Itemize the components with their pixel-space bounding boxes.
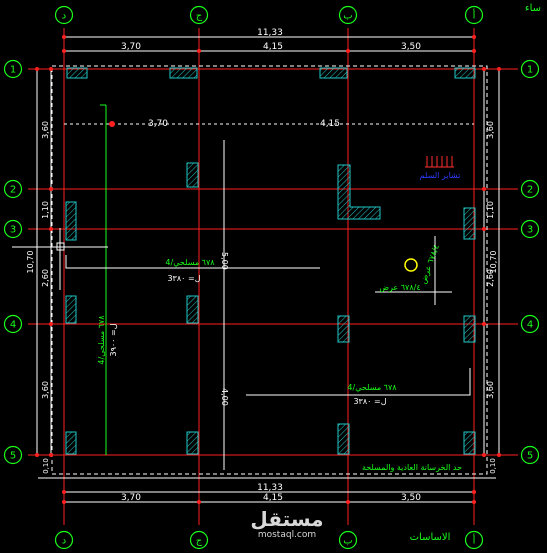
dim-right-span-1: 3,60: [486, 121, 495, 139]
beam-len-2: ل= 3٩٠٠: [109, 323, 118, 356]
svg-text:4: 4: [527, 320, 533, 331]
svg-text:3: 3: [527, 225, 533, 236]
top-dimensions: [38, 36, 496, 503]
svg-text:ب: ب: [343, 536, 352, 547]
stair-arrows: [425, 156, 454, 168]
concrete-outline: [51, 65, 488, 475]
svg-text:2: 2: [10, 185, 16, 196]
axis-bubble-right-row-3: 3: [520, 219, 540, 239]
watermark-brand: مستقل: [250, 507, 324, 531]
svg-text:3: 3: [10, 225, 16, 236]
dim-interior-2: 4,15: [320, 119, 340, 129]
foundation-note: حد الخرسانة العادية والمسلحة: [362, 463, 462, 472]
horizontal-grid-lines: [28, 68, 518, 456]
dim-total-bottom: 11,33: [257, 483, 283, 493]
watermark-url: mostaql.com: [257, 530, 317, 540]
strip-beam-left: [100, 104, 107, 455]
svg-text:4: 4: [10, 320, 16, 331]
dim-left-span-3: 2,60: [41, 269, 50, 287]
dim-right-total: 10,70: [489, 251, 498, 274]
dimension-ticks: [62, 35, 476, 504]
svg-text:د: د: [62, 536, 66, 547]
section-marker: [404, 258, 418, 272]
rebar-cross: [375, 236, 452, 305]
columns: [65, 67, 476, 455]
dim-right-span-3: 2,60: [486, 269, 495, 287]
dim-span-bottom-3: 3,50: [401, 493, 421, 503]
axis-bubbles: د د ج ج ب ب أ أ 1 1 2 2 3 3 4 4 5 5: [3, 5, 540, 550]
stair-note: تشاير السلم: [420, 171, 461, 180]
svg-text:أ: أ: [473, 9, 476, 22]
dim-span-bottom-1: 3,70: [121, 493, 141, 503]
strip-beam-lower: [246, 368, 471, 396]
svg-text:5: 5: [10, 451, 16, 462]
svg-text:د: د: [62, 11, 66, 22]
axis-bubble-top-col-d: د: [54, 5, 74, 25]
axis-bubble-left-row-3: 3: [3, 219, 23, 239]
beam-len-3: ل= 3٣٨٠: [353, 397, 386, 406]
beam-label-3: 4/٦٧٨ مسلحي: [347, 383, 397, 392]
axis-bubble-right-row-5: 5: [520, 445, 540, 465]
svg-text:ج: ج: [196, 536, 203, 547]
dim-span-top-3: 3,50: [401, 42, 421, 52]
axis-bubble-left-row-2: 2: [3, 179, 23, 199]
axis-bubble-right-row-4: 4: [520, 314, 540, 334]
dim-right-span-2: 1,10: [486, 201, 495, 219]
svg-text:ج: ج: [196, 11, 203, 22]
rebar-label-2: ٦٧٨/٤ عرض: [379, 283, 420, 292]
dim-interior-1: 3,70: [148, 119, 168, 129]
axis-bubble-left-row-1: 1: [3, 59, 23, 79]
beam-label-1: 4/٦٧٨ مسلحي: [165, 258, 215, 267]
drawing-title-top: ساء: [525, 3, 541, 14]
dim-total-top: 11,33: [257, 28, 283, 38]
svg-text:ب: ب: [343, 11, 352, 22]
dim-left-span-2: 1,10: [41, 201, 50, 219]
svg-text:1: 1: [10, 65, 16, 76]
dim-left-span-1: 3,60: [41, 121, 50, 139]
beam-label-2: 4/٦٧٨ مسلحي: [97, 315, 106, 365]
axis-bubble-top-col-j: ج: [189, 5, 209, 25]
dim-span-top-1: 3,70: [121, 42, 141, 52]
axis-bubble-top-col-a: أ: [464, 5, 484, 25]
axis-bubble-left-row-5: 5: [3, 445, 23, 465]
axis-bubble-bottom-col-a: أ: [464, 530, 484, 550]
dim-right-edge: 0,10: [489, 458, 497, 474]
dim-left-span-4: 3,60: [41, 381, 50, 399]
side-dimension-ticks: [35, 67, 501, 457]
watermark: مستقل mostaql.com: [232, 508, 342, 540]
dim-left-edge: 0,10: [42, 458, 50, 474]
axis-bubble-bottom-col-b: ب: [338, 530, 358, 550]
beam-len-1: ل= 3٣٨٠: [167, 274, 200, 283]
dim-span-bottom-2: 4,15: [263, 493, 283, 503]
svg-text:2: 2: [527, 185, 533, 196]
axis-bubble-bottom-col-j: ج: [189, 530, 209, 550]
svg-text:5: 5: [527, 451, 533, 462]
svg-text:أ: أ: [473, 534, 476, 547]
side-dimensions: [36, 69, 500, 455]
axis-bubble-top-col-b: ب: [338, 5, 358, 25]
axis-bubble-right-row-1: 1: [520, 59, 540, 79]
dim-span-top-2: 4,15: [263, 42, 283, 52]
dim-left-total: 10,70: [26, 251, 35, 274]
strip-beam-upper: [65, 255, 320, 269]
drawing-title-bottom: الاساسات: [410, 532, 451, 543]
axis-bubble-right-row-2: 2: [520, 179, 540, 199]
svg-text:1: 1: [527, 65, 533, 76]
dim-right-span-4: 3,60: [486, 381, 495, 399]
dim-vertical-mid-top: 5,00: [220, 252, 229, 270]
cad-crosshair: [12, 228, 108, 290]
rebar-label-1: ٦٧٨/٤ عرض: [418, 243, 441, 285]
axis-bubble-left-row-4: 4: [3, 314, 23, 334]
dim-vertical-mid-bottom: 4,00: [220, 388, 229, 406]
axis-bubble-bottom-col-d: د: [54, 530, 74, 550]
